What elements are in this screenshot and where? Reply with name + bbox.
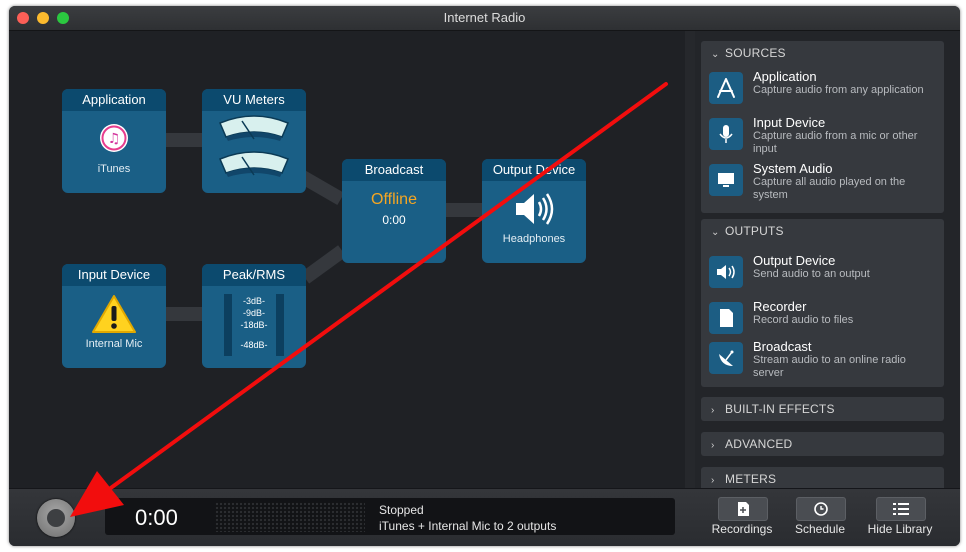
speaker-icon — [709, 256, 743, 288]
peak-meter-left — [224, 294, 232, 356]
node-title: Broadcast — [342, 159, 446, 181]
broadcast-time: 0:00 — [382, 213, 406, 227]
peak-meter-right — [276, 294, 284, 356]
node-title: Input Device — [62, 264, 166, 286]
elapsed-time: 0:00 — [135, 505, 178, 530]
item-title: Application — [753, 69, 817, 84]
document-icon — [709, 302, 743, 334]
item-description: Record audio to files — [753, 314, 854, 326]
sources-panel: ⌄SOURCES Application Capture audio from … — [701, 41, 944, 213]
outputs-header[interactable]: ⌄OUTPUTS — [711, 224, 784, 238]
peak-scale-18: -18dB- — [240, 320, 268, 330]
item-description: Capture all audio played on the system — [753, 176, 906, 201]
level-meter-display — [215, 502, 365, 532]
advanced-header: ›ADVANCED — [711, 437, 793, 451]
canvas-scrollbar[interactable] — [685, 31, 695, 488]
advanced-panel[interactable]: ›ADVANCED — [701, 432, 944, 456]
schedule-label: Schedule — [794, 522, 846, 536]
peak-scale-3: -3dB- — [242, 296, 265, 306]
zoom-window-button[interactable] — [57, 12, 69, 24]
chevron-right-icon: › — [711, 440, 715, 451]
vu-meter-gauges — [219, 115, 289, 177]
recordings-icon — [738, 502, 749, 516]
item-description: Stream audio to an online radio server — [753, 354, 906, 379]
item-title: Output Device — [753, 253, 836, 268]
node-title: Peak/RMS — [202, 264, 306, 286]
start-stop-button[interactable] — [37, 499, 75, 537]
node-label: Internal Mic — [85, 338, 143, 350]
built-in-effects-panel[interactable]: ›BUILT-IN EFFECTS — [701, 397, 944, 421]
node-vu-meters[interactable]: VU Meters — [202, 89, 306, 193]
list-icon — [893, 503, 909, 515]
peak-scale-48: -48dB- — [240, 340, 268, 350]
satellite-dish-icon — [709, 342, 743, 374]
bottom-toolbar: 0:00 Stopped iTunes + Internal Mic to 2 … — [9, 488, 960, 546]
connector-input-peak — [165, 307, 205, 321]
itunes-icon: ♫ — [100, 124, 128, 152]
audio-chain-canvas: Application ♫ iTunes VU Meters — [9, 31, 685, 488]
node-output-device[interactable]: Output Device Headphones — [482, 159, 586, 263]
recordings-label: Recordings — [711, 522, 773, 536]
sources-header[interactable]: ⌄SOURCES — [711, 46, 786, 60]
item-description: Capture audio from any application — [753, 84, 924, 96]
library-sidebar: ⌄SOURCES Application Capture audio from … — [695, 31, 960, 491]
warning-icon — [92, 295, 136, 333]
app-window: Internet Radio Application ♫ iTunes VU M… — [9, 6, 960, 546]
item-title: Broadcast — [753, 339, 812, 354]
chevron-right-icon: › — [711, 405, 715, 416]
status-text: Stopped — [379, 503, 424, 517]
app-store-icon — [709, 72, 743, 104]
node-input-device[interactable]: Input Device Internal Mic — [62, 264, 166, 368]
outputs-panel: ⌄OUTPUTS Output Device Send audio to an … — [701, 219, 944, 387]
node-peak-rms[interactable]: Peak/RMS -3dB- -9dB- -18dB- -48dB- — [202, 264, 306, 368]
node-broadcast[interactable]: Broadcast Offline 0:00 — [342, 159, 446, 263]
microphone-icon — [709, 118, 743, 150]
svg-text:♫: ♫ — [108, 131, 121, 147]
node-label: iTunes — [97, 163, 131, 175]
meters-header: ›METERS — [711, 472, 777, 486]
node-title: Output Device — [482, 159, 586, 181]
status-display: 0:00 Stopped iTunes + Internal Mic to 2 … — [105, 498, 675, 535]
node-application[interactable]: Application ♫ iTunes — [62, 89, 166, 193]
chevron-down-icon: ⌄ — [711, 49, 720, 60]
speaker-icon — [516, 193, 554, 225]
schedule-button[interactable]: Schedule — [782, 497, 858, 543]
peak-scale-9: -9dB- — [242, 308, 265, 318]
record-icon — [47, 509, 65, 527]
item-description: Capture audio from a mic or other input — [753, 130, 918, 155]
item-description: Send audio to an output — [753, 268, 870, 280]
close-window-button[interactable] — [17, 12, 29, 24]
recordings-button[interactable]: Recordings — [704, 497, 780, 543]
item-title: Input Device — [753, 115, 826, 130]
item-title: Recorder — [753, 299, 807, 314]
built-in-effects-header: ›BUILT-IN EFFECTS — [711, 402, 835, 416]
meters-panel[interactable]: ›METERS — [701, 467, 944, 491]
node-label: Headphones — [502, 233, 566, 245]
hide-library-button[interactable]: Hide Library — [862, 497, 938, 543]
connector-app-vu — [165, 133, 205, 147]
hide-library-label: Hide Library — [867, 522, 933, 536]
connector-peak-broadcast — [300, 245, 347, 284]
node-title: VU Meters — [202, 89, 306, 111]
chevron-down-icon: ⌄ — [711, 227, 720, 238]
monitor-icon — [709, 164, 743, 196]
item-title: System Audio — [753, 161, 833, 176]
minimize-window-button[interactable] — [37, 12, 49, 24]
status-detail: iTunes + Internal Mic to 2 outputs — [379, 519, 557, 533]
title-bar: Internet Radio — [9, 6, 960, 31]
connector-broadcast-output — [445, 203, 485, 217]
chevron-right-icon: › — [711, 475, 715, 486]
window-title: Internet Radio — [443, 10, 526, 25]
node-title: Application — [62, 89, 166, 111]
clock-icon — [814, 502, 828, 516]
broadcast-status: Offline — [371, 191, 417, 208]
